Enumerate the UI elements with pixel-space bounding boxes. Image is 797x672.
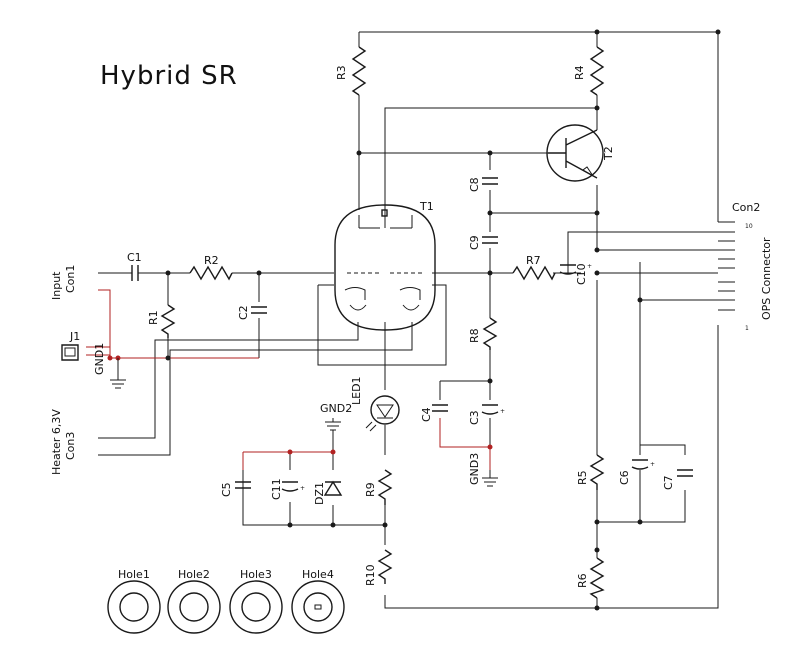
hole-1: Hole1 (107, 568, 161, 634)
zener-dz1: DZ1 (313, 480, 343, 505)
connector-ops: Con2 10 1 OPS Connector (718, 201, 773, 332)
svg-text:T2: T2 (602, 146, 615, 161)
ground-gnd3: GND3 (468, 453, 498, 487)
svg-text:Heater 6,3V: Heater 6,3V (50, 409, 63, 475)
svg-text:J1: J1 (69, 330, 80, 343)
jack-j1: J1 (61, 330, 80, 361)
capacitor-c1: C1 (127, 251, 143, 281)
capacitor-c10: + C10 (559, 263, 592, 285)
svg-text:DZ1: DZ1 (313, 482, 326, 505)
capacitor-c2: C2 (237, 305, 267, 320)
svg-text:C5: C5 (220, 482, 233, 497)
svg-text:+: + (650, 461, 655, 468)
svg-text:C4: C4 (420, 407, 433, 422)
svg-text:+: + (500, 408, 505, 415)
svg-text:Hole2: Hole2 (178, 568, 210, 581)
hole-3: Hole3 (229, 568, 283, 634)
connector-heater: Heater 6,3V Con3 (50, 409, 77, 475)
capacitor-c8: C8 (468, 177, 498, 192)
wires (98, 31, 719, 609)
svg-text:OPS Connector: OPS Connector (760, 237, 773, 320)
resistor-r10: R10 (364, 549, 393, 586)
tube-t1: T1 (334, 200, 436, 331)
svg-text:C7: C7 (662, 475, 675, 490)
svg-text:Hole3: Hole3 (240, 568, 272, 581)
svg-text:Hole1: Hole1 (118, 568, 150, 581)
svg-text:C3: C3 (468, 410, 481, 425)
ground-net (86, 289, 493, 470)
resistor-r8: R8 (468, 317, 498, 350)
svg-text:C10: C10 (575, 263, 588, 285)
svg-text:R7: R7 (526, 254, 541, 267)
ground-gnd2: GND2 (320, 402, 352, 431)
svg-text:Con3: Con3 (64, 432, 77, 460)
svg-text:GND3: GND3 (468, 453, 481, 485)
junctions (165, 29, 721, 611)
resistor-r5: R5 (576, 454, 605, 490)
resistor-r6: R6 (576, 557, 605, 599)
ground-gnd1: GND1 (93, 343, 126, 389)
svg-text:C6: C6 (618, 470, 631, 485)
transistor-t2: T2 (546, 124, 615, 182)
svg-text:GND2: GND2 (320, 402, 352, 415)
schematic-title: Hybrid SR (100, 61, 238, 91)
svg-text:1: 1 (745, 325, 749, 332)
svg-text:R2: R2 (204, 254, 219, 267)
svg-text:+: + (300, 485, 305, 492)
resistor-r3: R3 (335, 46, 367, 96)
capacitor-c7: C7 (662, 469, 693, 490)
hole-4: Hole4 (291, 568, 345, 634)
svg-text:R6: R6 (576, 573, 589, 588)
svg-text:C1: C1 (127, 251, 142, 264)
svg-text:Con1: Con1 (64, 265, 77, 293)
capacitor-c4: C4 (420, 404, 448, 422)
svg-text:C9: C9 (468, 235, 481, 250)
svg-text:R5: R5 (576, 470, 589, 485)
svg-text:Con2: Con2 (732, 201, 760, 214)
capacitor-c9: C9 (468, 235, 498, 250)
svg-text:R10: R10 (364, 564, 377, 586)
svg-text:R3: R3 (335, 65, 348, 80)
svg-text:C11: C11 (270, 478, 283, 500)
hole-2: Hole2 (167, 568, 221, 634)
svg-text:10: 10 (745, 223, 753, 230)
svg-text:R4: R4 (573, 65, 586, 80)
svg-text:GND1: GND1 (93, 343, 106, 375)
resistor-r9: R9 (364, 469, 393, 505)
connector-input: Input Con1 (50, 265, 77, 300)
svg-text:+: + (587, 263, 592, 270)
capacitor-c5: C5 (220, 470, 251, 525)
svg-text:LED1: LED1 (350, 376, 363, 405)
led-led1: LED1 (350, 376, 400, 432)
svg-text:C8: C8 (468, 177, 481, 192)
resistor-r1: R1 (147, 304, 176, 338)
capacitor-c3: + C3 (468, 404, 505, 425)
resistor-r2: R2 (189, 254, 233, 281)
resistor-r4: R4 (573, 46, 605, 96)
svg-text:Hole4: Hole4 (302, 568, 334, 581)
svg-text:R9: R9 (364, 482, 377, 497)
svg-text:R8: R8 (468, 328, 481, 343)
resistor-r7: R7 (512, 254, 556, 281)
svg-text:C2: C2 (237, 305, 250, 320)
svg-text:Input: Input (50, 271, 63, 300)
capacitor-c11: + C11 (270, 478, 305, 500)
capacitor-c6: + C6 (618, 459, 655, 485)
mounting-holes: Hole1 Hole2 Hole3 Hole4 (107, 568, 345, 634)
svg-text:T1: T1 (419, 200, 434, 213)
svg-text:R1: R1 (147, 310, 160, 325)
